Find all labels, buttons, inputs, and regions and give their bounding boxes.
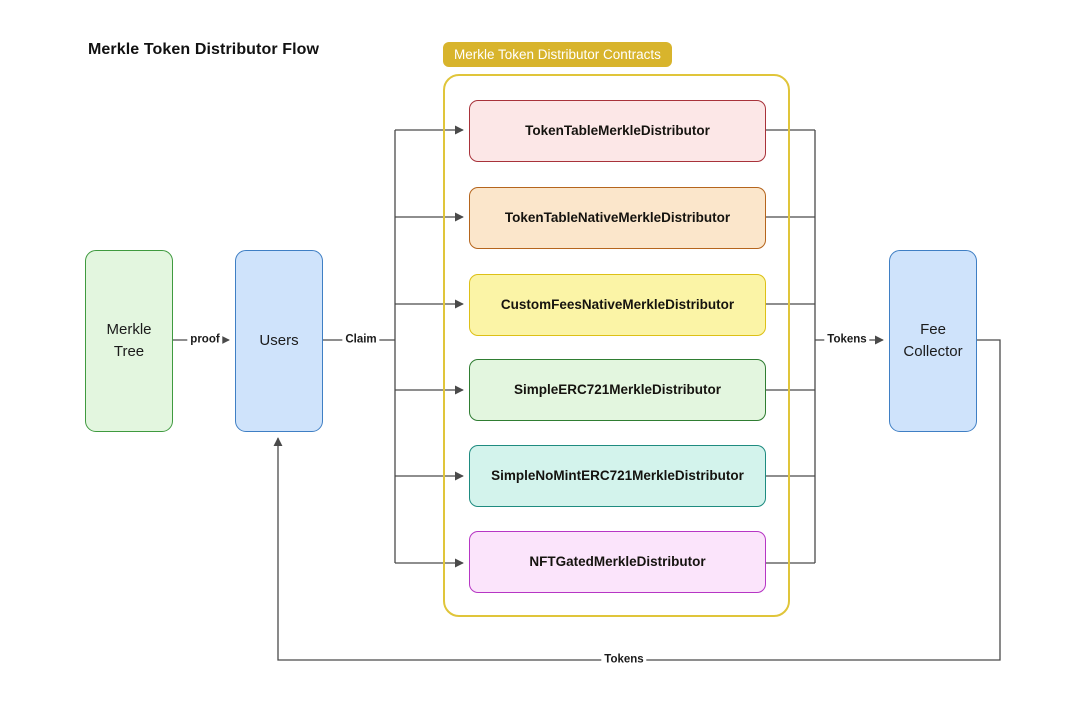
node-fee-collector[interactable]: Fee Collector bbox=[889, 250, 977, 432]
node-contract-2-label: CustomFeesNativeMerkleDistributor bbox=[500, 297, 735, 313]
node-contract-1-label: TokenTableNativeMerkleDistributor bbox=[504, 210, 731, 226]
node-merkle-tree-label: Merkle Tree bbox=[106, 321, 152, 360]
contracts-group-badge: Merkle Token Distributor Contracts bbox=[443, 42, 672, 67]
node-contract-2[interactable]: CustomFeesNativeMerkleDistributor bbox=[469, 274, 766, 336]
node-contract-4[interactable]: SimpleNoMintERC721MerkleDistributor bbox=[469, 445, 766, 507]
node-contract-3[interactable]: SimpleERC721MerkleDistributor bbox=[469, 359, 766, 421]
edge-fee-collector-to-users bbox=[273, 339, 1001, 661]
node-contract-5[interactable]: NFTGatedMerkleDistributor bbox=[469, 531, 766, 593]
node-users-label: Users bbox=[259, 332, 299, 350]
node-contract-4-label: SimpleNoMintERC721MerkleDistributor bbox=[491, 468, 744, 484]
node-contract-1[interactable]: TokenTableNativeMerkleDistributor bbox=[469, 187, 766, 249]
node-contract-0-label: TokenTableMerkleDistributor bbox=[525, 123, 710, 139]
edge-label-claim: Claim bbox=[342, 333, 380, 347]
node-merkle-tree[interactable]: Merkle Tree bbox=[85, 250, 173, 432]
edge-label-tokens-return: Tokens bbox=[601, 653, 647, 667]
contracts-group-container bbox=[443, 74, 790, 617]
edge-label-tokens-out: Tokens bbox=[824, 333, 870, 347]
node-fee-collector-label: Fee Collector bbox=[903, 321, 963, 360]
node-contract-3-label: SimpleERC721MerkleDistributor bbox=[513, 382, 722, 398]
edge-label-proof: proof bbox=[187, 333, 223, 347]
node-contract-0[interactable]: TokenTableMerkleDistributor bbox=[469, 100, 766, 162]
node-contract-5-label: NFTGatedMerkleDistributor bbox=[529, 554, 706, 570]
node-users[interactable]: Users bbox=[235, 250, 323, 432]
page-title: Merkle Token Distributor Flow bbox=[88, 41, 320, 58]
